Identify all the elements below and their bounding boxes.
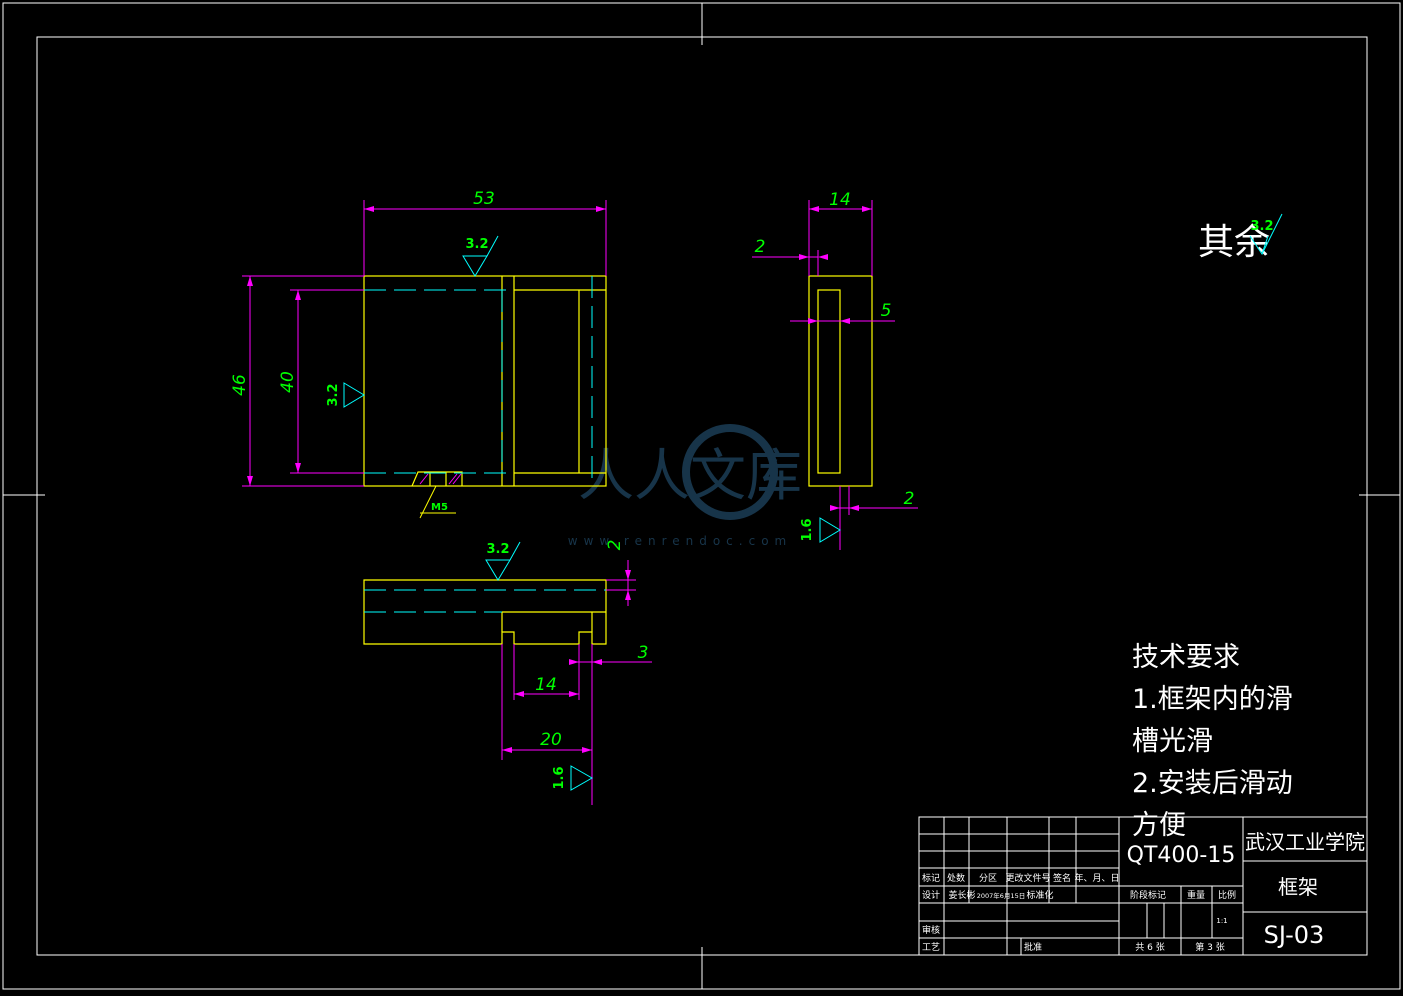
hdr-design: 设计 [922,889,940,901]
thread-label: M5 [431,502,448,513]
school-name: 武汉工业学院 [1245,830,1365,854]
other-label: 其余 [1198,222,1270,263]
hdr-approve: 批准 [1024,941,1042,953]
req-line-4: 方便 [1132,810,1186,841]
roughness-front-top: 3.2 [465,237,488,252]
roughness-front-left: 3.2 [326,383,341,406]
dim-46: 46 [230,374,250,396]
dim-20-bottom: 20 [540,730,562,750]
designer-name: 姜长彬 [948,889,975,901]
hdr-sign: 签名 [1053,872,1071,884]
hdr-mark: 标记 [922,872,940,884]
front-view: 53 46 40 3.2 3.2 M5 [230,189,607,519]
watermark-url: www.renrendoc.com [568,534,792,548]
dim-3-bottom: 3 [638,643,649,663]
hdr-count: 处数 [947,872,965,884]
dim-14-bottom: 14 [535,675,557,695]
dim-2-side-bottom: 2 [904,489,915,509]
req-line-1: 1.框架内的滑 [1132,684,1293,715]
watermark: 人人文库 www.renrendoc.com [568,424,802,548]
req-line-3: 2.安装后滑动 [1132,768,1293,799]
watermark-brand: 人人文库 [578,444,802,509]
hdr-standard: 标准化 [1026,889,1053,901]
design-date: 2007年6月15日 [977,891,1025,900]
roughness-bottom-top: 3.2 [486,542,509,557]
hdr-date: 年、月、日 [1074,872,1119,884]
roughness-other: 3.2 [1250,219,1273,234]
bottom-view: 2 3 14 20 3.2 1.6 [363,540,652,805]
sheet-number: 第 3 张 [1195,941,1224,953]
hdr-stage: 阶段标记 [1130,889,1166,901]
title-block: QT400-15 武汉工业学院 框架 SJ-03 1:1 标记 处数 分区 更改… [918,816,1368,956]
dim-14-side: 14 [829,190,851,210]
hdr-zone: 分区 [979,873,997,884]
hdr-doc-no: 更改文件号 [1005,872,1050,884]
dim-2-bottom: 2 [605,540,625,551]
technical-requirements: 技术要求 1.框架内的滑 槽光滑 2.安装后滑动 方便 [1132,642,1293,841]
total-sheets: 共 6 张 [1135,942,1164,953]
req-title: 技术要求 [1132,642,1240,673]
hdr-weight: 重量 [1187,889,1205,901]
req-line-2: 槽光滑 [1132,726,1213,757]
center-marks [3,3,1400,989]
roughness-side: 1.6 [800,518,815,541]
drawing-number: SJ-03 [1264,921,1325,949]
material: QT400-15 [1127,843,1236,868]
other-roughness-note: 其余 3.2 [1198,213,1283,263]
part-name: 框架 [1278,875,1318,899]
hdr-check: 审核 [922,924,940,936]
scale-value: 1:1 [1216,917,1227,925]
hdr-process: 工艺 [922,942,940,953]
hdr-ratio: 比例 [1218,889,1236,901]
dim-53: 53 [473,189,495,209]
dim-2-side-top: 2 [755,237,766,257]
dim-40: 40 [278,371,298,393]
side-view: 14 2 5 2 1.6 [752,190,918,550]
dim-5-side: 5 [881,301,892,321]
roughness-bottom-lower: 1.6 [552,766,567,789]
